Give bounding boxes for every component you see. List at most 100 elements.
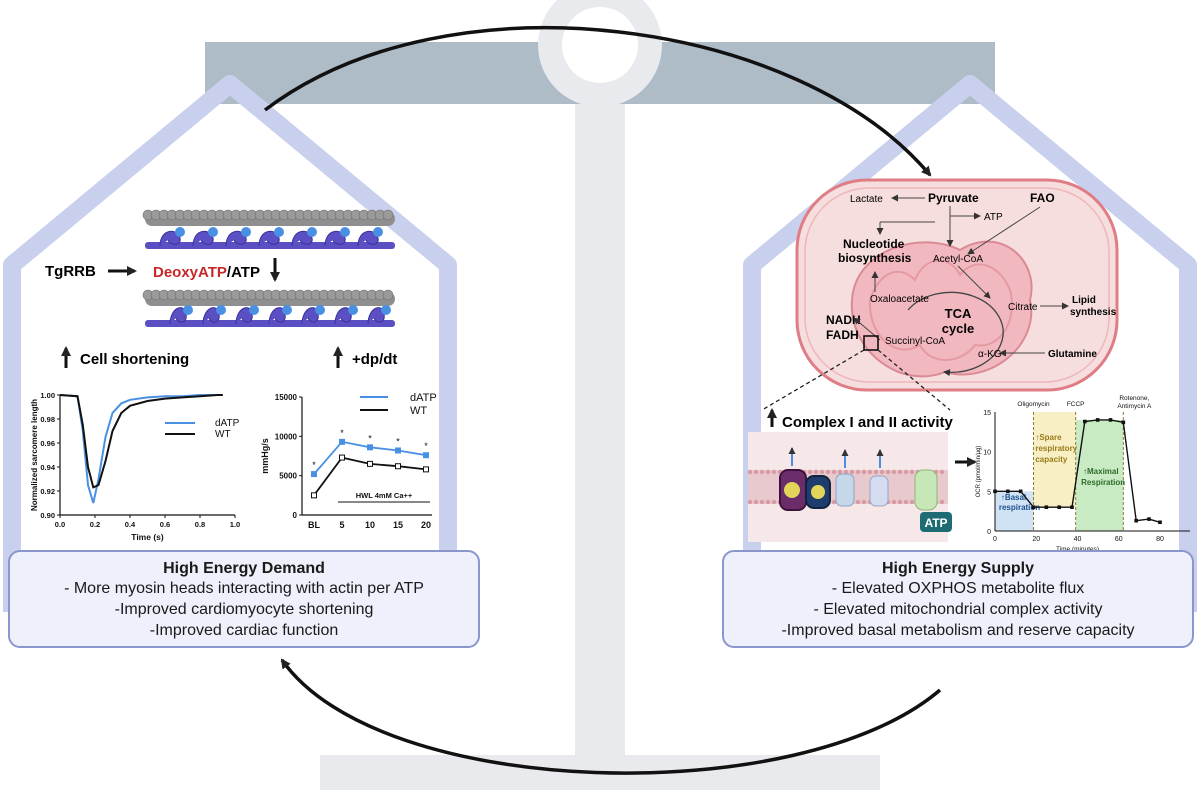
myosin-head-icon — [225, 230, 247, 247]
data-point — [367, 460, 373, 467]
myosin-head-icon — [258, 230, 280, 247]
x-axis-label: Time (minutes) — [1056, 546, 1099, 553]
data-point — [311, 471, 317, 478]
svg-text:α-KG: α-KG — [978, 349, 1002, 360]
significance-label: * — [312, 460, 316, 470]
maximal-label: ↑Maximal — [1083, 467, 1119, 476]
mitochondrion — [850, 240, 1033, 378]
legend-label: dATP — [215, 418, 240, 429]
spare-capacity-region — [1033, 412, 1076, 508]
x-tick-label: 0 — [993, 536, 997, 543]
data-point — [1006, 489, 1010, 494]
svg-text:Lipid: Lipid — [1072, 295, 1096, 306]
y-tick-label: 0.96 — [40, 439, 55, 448]
series-line-dATP — [59, 394, 223, 504]
y-tick-label: 10 — [983, 450, 991, 457]
data-point — [1083, 419, 1087, 424]
significance-label: * — [368, 433, 372, 443]
high-energy-supply-panel: High Energy Supply - Elevated OXPHOS met… — [722, 550, 1194, 648]
annotation-fccp: FCCP — [1067, 401, 1085, 408]
x-tick-label: 0.8 — [195, 520, 205, 529]
data-point — [395, 463, 401, 470]
x-tick-label: 15 — [393, 520, 403, 530]
svg-text:Pyruvate: Pyruvate — [928, 191, 979, 205]
y-tick-label: 15 — [983, 410, 991, 417]
data-point — [1134, 518, 1138, 523]
deoxyatp-label: DeoxyATP/ATP — [153, 264, 260, 281]
annotation-rotenone: Rotenone, — [1119, 395, 1149, 402]
high-energy-demand-panel: High Energy Demand - More myosin heads i… — [8, 550, 480, 648]
balance-scale — [3, 0, 1197, 790]
svg-text:Acetyl-CoA: Acetyl-CoA — [933, 254, 983, 265]
electron-transport-chain: ATP — [747, 432, 952, 542]
x-axis-label: Time (s) — [131, 532, 164, 542]
myosin-head-icon — [291, 230, 313, 247]
svg-text:FADH: FADH — [826, 328, 859, 342]
etc-atp-label: ATP — [924, 516, 947, 530]
data-point — [1018, 489, 1023, 494]
y-axis-label: OCR (pmol/min/µg) — [976, 446, 982, 498]
significance-label: * — [396, 436, 400, 446]
y-tick-label: 15000 — [275, 393, 298, 402]
thick-filament-bottom — [145, 320, 395, 327]
cell-metabolism: TCA cycle Lactate Pyruvate FAO ATP Nucle… — [795, 178, 1119, 392]
x-tick-label: 60 — [1115, 536, 1123, 543]
svg-text:biosynthesis: biosynthesis — [838, 251, 912, 265]
x-tick-label: 0.6 — [160, 520, 170, 529]
myosin-actin-filaments — [142, 209, 395, 327]
data-point — [395, 447, 401, 454]
demand-line: -Improved cardiac function — [149, 622, 339, 639]
x-tick-label: 20 — [1032, 536, 1040, 543]
supply-line: - Elevated mitochondrial complex activit… — [813, 601, 1103, 618]
basal-region — [995, 491, 1034, 531]
basal-label: ↑Basal — [1001, 493, 1026, 502]
y-tick-label: 0.98 — [40, 415, 55, 424]
x-tick-label: 0.2 — [90, 520, 100, 529]
data-point — [339, 438, 345, 445]
series-line-WT — [59, 394, 223, 489]
svg-text:ATP: ATP — [984, 212, 1003, 223]
basal-label: respiration — [999, 503, 1040, 512]
y-tick-label: 0 — [293, 511, 298, 520]
significance-label: * — [424, 441, 428, 451]
annotation-antimycin: Antimycin A — [1117, 403, 1152, 410]
data-point — [1057, 505, 1061, 509]
y-tick-label: 0 — [987, 529, 991, 536]
data-point — [423, 466, 429, 473]
data-point — [339, 454, 345, 461]
x-tick-label: 0.4 — [125, 520, 136, 529]
myosin-head-icon — [324, 230, 346, 247]
demand-line: -Improved cardiomyocyte shortening — [114, 601, 374, 618]
cycle-arrow-bottom — [280, 658, 942, 775]
x-tick-label: 1.0 — [230, 520, 240, 529]
svg-text:Glutamine: Glutamine — [1048, 349, 1097, 360]
data-point — [367, 444, 373, 451]
x-tick-label: 0.0 — [55, 520, 65, 529]
x-tick-label: 20 — [421, 520, 431, 530]
x-tick-label: 5 — [339, 520, 344, 530]
y-axis-label: Normalized sarcomere length — [30, 399, 39, 511]
y-tick-label: 10000 — [275, 432, 298, 441]
data-point — [1044, 505, 1049, 509]
svg-text:FAO: FAO — [1030, 191, 1055, 205]
dpdt-label: +dp/dt — [352, 351, 397, 368]
x-tick-label: 10 — [365, 520, 375, 530]
spare-label: respiratory — [1035, 444, 1077, 453]
myosin-head-icon — [159, 230, 181, 247]
svg-text:cycle: cycle — [942, 321, 975, 336]
data-point — [1070, 505, 1074, 509]
myosin-head-icon — [357, 230, 379, 247]
x-tick-label: 40 — [1074, 536, 1082, 543]
legend-label: WT — [410, 405, 427, 417]
svg-text:synthesis: synthesis — [1070, 307, 1117, 318]
annotation-label: HWL 4mM Ca++ — [356, 491, 413, 500]
y-tick-label: 5000 — [279, 472, 297, 481]
complex-activity-label: Complex I and II activity — [782, 414, 954, 431]
data-point — [1158, 520, 1162, 525]
x-tick-label: 80 — [1156, 536, 1164, 543]
svg-text:Lactate: Lactate — [850, 194, 883, 205]
cell-shortening-label: Cell shortening — [80, 351, 189, 368]
maximal-label: Respiration — [1081, 478, 1125, 487]
